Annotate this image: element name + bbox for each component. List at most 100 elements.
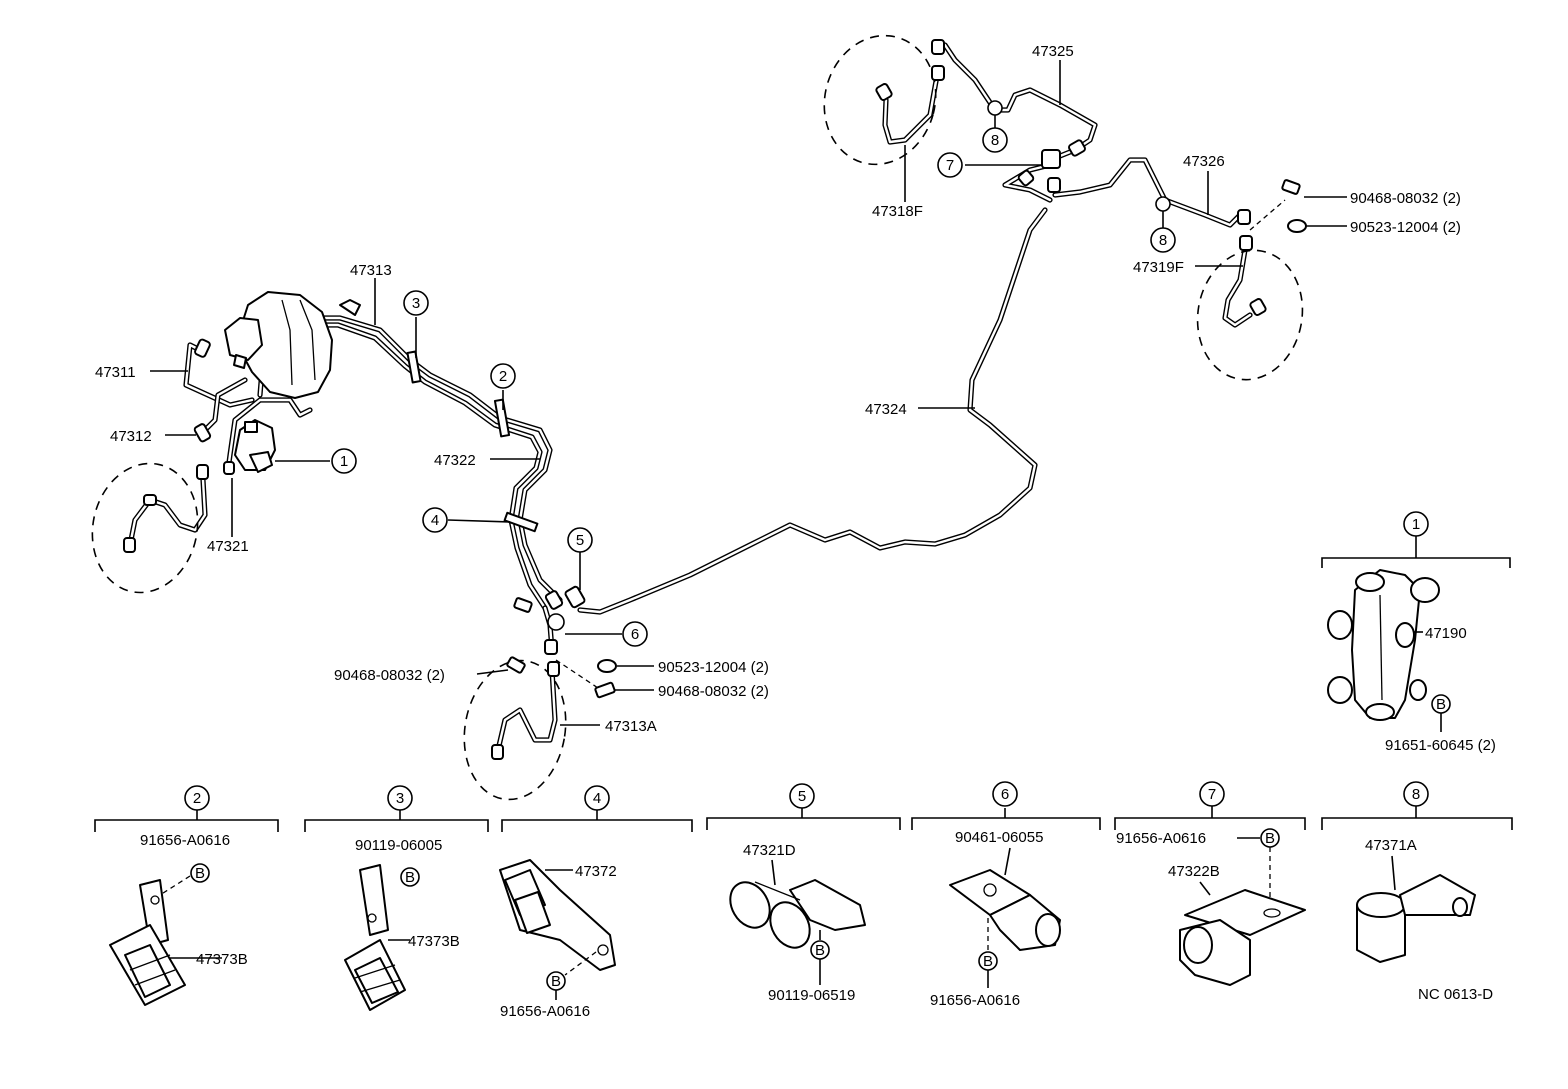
label-47322B: 47322B <box>1168 863 1220 880</box>
svg-text:B: B <box>983 953 993 970</box>
label-clip-rear: 90468-08032 (2) <box>1350 190 1461 207</box>
callout-8: 8 <box>982 127 1008 153</box>
label-47321D: 47321D <box>743 842 796 859</box>
label-47319F: 47319F <box>1133 259 1184 276</box>
label-clip-front-left: 90468-08032 (2) <box>334 667 445 684</box>
detail-4-callout: 4 <box>584 785 610 811</box>
pipe-47324 <box>577 207 1048 615</box>
svg-text:8: 8 <box>1412 786 1420 803</box>
label-47373B: 47373B <box>196 951 248 968</box>
callout-5: 5 <box>567 527 593 553</box>
rotor-front-left <box>91 462 199 594</box>
label-90119-06519: 90119-06519 <box>768 987 855 1004</box>
label-clip-front-right: 90468-08032 (2) <box>658 683 769 700</box>
svg-text:B: B <box>195 865 205 882</box>
pipe-clamp-icon <box>1179 889 1306 986</box>
label-90119-06005: 90119-06005 <box>355 837 442 854</box>
brake-rotors <box>91 34 1304 801</box>
detail-3-callout: 3 <box>387 785 413 811</box>
detail-7-callout: 7 <box>1199 781 1225 807</box>
label-91656-A0616: 91656-A0616 <box>1116 830 1206 847</box>
fittings <box>123 39 1307 760</box>
label-47371A: 47371A <box>1365 837 1417 854</box>
detail-1-panel: 1 47190 B 91651-60645 (2) <box>1321 511 1511 754</box>
pipe-clamp-icon <box>499 859 616 971</box>
svg-text:5: 5 <box>798 788 806 805</box>
bolt-marker: B <box>978 951 998 971</box>
bolt-marker: B <box>1431 694 1451 714</box>
svg-text:8: 8 <box>1159 232 1167 249</box>
label-47312: 47312 <box>110 428 152 445</box>
detail-3-panel: 3 90119-06005 B 47373B <box>304 785 489 1011</box>
svg-text:2: 2 <box>193 790 201 807</box>
detail-6-panel: 6 90461-06055 B 91656-A0616 <box>911 781 1101 1009</box>
main-callouts: 1 3 2 4 5 6 7 8 8 <box>331 127 1176 647</box>
svg-text:B: B <box>1265 830 1275 847</box>
label-47318F: 47318F <box>872 203 923 220</box>
svg-text:3: 3 <box>412 295 420 312</box>
pipe-clamp-icon <box>109 879 186 1006</box>
svg-text:B: B <box>815 942 825 959</box>
callout-8: 8 <box>1150 227 1176 253</box>
bolt-marker: B <box>1260 828 1280 848</box>
svg-text:2: 2 <box>499 368 507 385</box>
callout-7: 7 <box>937 152 963 178</box>
svg-text:B: B <box>551 973 561 990</box>
callout-6: 6 <box>622 621 648 647</box>
svg-text:1: 1 <box>340 453 348 470</box>
label-91656-A0616: 91656-A0616 <box>140 832 230 849</box>
svg-text:5: 5 <box>576 532 584 549</box>
label-47313: 47313 <box>350 262 392 279</box>
master-cylinder <box>224 291 361 473</box>
detail-2-panel: 2 91656-A0616 B 47373B <box>94 785 279 1006</box>
label-47325: 47325 <box>1032 43 1074 60</box>
bolt-marker: B <box>400 867 420 887</box>
label-47313A: 47313A <box>605 718 657 735</box>
callout-3: 3 <box>403 290 429 316</box>
detail-5-callout: 5 <box>789 783 815 809</box>
rotor-front-right <box>463 659 567 801</box>
label-91651-60645: 91651-60645 (2) <box>1385 737 1496 754</box>
bolt-marker: B <box>546 971 566 991</box>
label-47373B: 47373B <box>408 933 460 950</box>
svg-text:B: B <box>405 869 415 886</box>
label-47190: 47190 <box>1425 625 1467 642</box>
hose-47318F <box>882 67 941 145</box>
label-47326: 47326 <box>1183 153 1225 170</box>
detail-8-panel: 8 47371A <box>1321 781 1513 963</box>
rotor-rear-right <box>1196 249 1304 381</box>
svg-text:7: 7 <box>946 157 954 174</box>
detail-7-panel: 7 91656-A0616 B 47322B <box>1114 781 1306 986</box>
detail-6-callout: 6 <box>992 781 1018 807</box>
pipe-clamp-icon <box>729 879 866 949</box>
label-47324: 47324 <box>865 401 907 418</box>
detail-2-callout: 2 <box>184 785 210 811</box>
detail-4-panel: 4 47372 B 91656-A0616 <box>499 785 693 1020</box>
label-91656-A0616: 91656-A0616 <box>500 1003 590 1020</box>
label-47372: 47372 <box>575 863 617 880</box>
pipe-clamps <box>406 100 1171 631</box>
detail-5-panel: 5 47321D B 90119-06519 <box>706 783 901 1004</box>
pipe-clamp-icon <box>344 864 406 1011</box>
detail-8-callout: 8 <box>1403 781 1429 807</box>
label-47321: 47321 <box>207 538 249 555</box>
bolt-marker: B <box>810 940 830 960</box>
label-47311: 47311 <box>95 364 136 381</box>
callout-2: 2 <box>490 363 516 389</box>
svg-text:B: B <box>1436 696 1446 713</box>
brake-pipes <box>127 42 1253 753</box>
svg-text:4: 4 <box>593 790 601 807</box>
svg-text:1: 1 <box>1412 516 1420 533</box>
leader-lines <box>150 60 1347 726</box>
label-90461-06055: 90461-06055 <box>955 829 1043 846</box>
svg-text:3: 3 <box>396 790 404 807</box>
label-91656-A0616: 91656-A0616 <box>930 992 1020 1009</box>
pipe-clamp-icon <box>1356 874 1476 963</box>
hose-47319F <box>1222 247 1253 328</box>
svg-text:8: 8 <box>991 132 999 149</box>
hose-47313A <box>495 667 558 753</box>
pipe-clamp-icon <box>949 869 1061 951</box>
detail-1-callout: 1 <box>1403 511 1429 537</box>
label-washer-front: 90523-12004 (2) <box>658 659 769 676</box>
